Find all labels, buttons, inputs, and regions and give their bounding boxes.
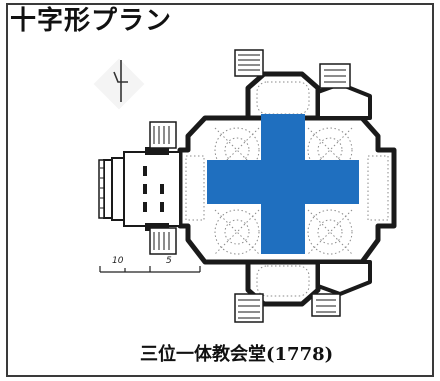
vault-dotted-lines: [185, 81, 389, 297]
scale-label-right: 5: [166, 256, 172, 266]
scale-bar: [99, 266, 201, 273]
scale-label-left: 10: [112, 256, 124, 266]
cross-highlight: [207, 114, 359, 254]
porch-columns: [143, 166, 164, 212]
north-arrow-icon: [93, 58, 145, 110]
stair-treads: [100, 54, 346, 319]
page-title: 十字形プラン: [10, 6, 173, 36]
west-porch: [103, 147, 181, 231]
staircases: [98, 49, 351, 323]
plan-caption: 三位一体教会堂(1778): [140, 344, 334, 365]
